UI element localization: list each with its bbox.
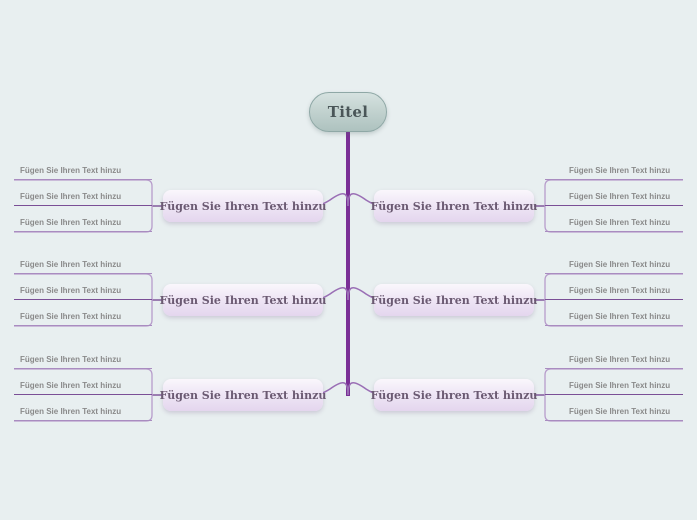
leaf-node-row1-left-2[interactable]: Fügen Sie Ihren Text hinzu [14, 184, 152, 206]
leaf-node-label: Fügen Sie Ihren Text hinzu [569, 381, 671, 390]
leaf-node-label: Fügen Sie Ihren Text hinzu [20, 192, 122, 201]
leaf-node-row3-left-1[interactable]: Fügen Sie Ihren Text hinzu [14, 347, 152, 369]
main-node-row3-left[interactable]: Fügen Sie Ihren Text hinzu [160, 379, 326, 411]
leaf-node-row2-left-3[interactable]: Fügen Sie Ihren Text hinzu [14, 304, 152, 326]
root-node-label: Titel [327, 102, 369, 121]
leaf-node-label: Fügen Sie Ihren Text hinzu [20, 166, 122, 175]
main-node-row3-right[interactable]: Fügen Sie Ihren Text hinzu [371, 379, 537, 411]
leaf-node-label: Fügen Sie Ihren Text hinzu [569, 286, 671, 295]
leaf-node-label: Fügen Sie Ihren Text hinzu [20, 218, 122, 227]
leaf-node-label: Fügen Sie Ihren Text hinzu [569, 312, 671, 321]
main-node-row2-right[interactable]: Fügen Sie Ihren Text hinzu [371, 284, 537, 316]
leaf-node-row2-left-1[interactable]: Fügen Sie Ihren Text hinzu [14, 252, 152, 274]
leaf-node-row2-right-1[interactable]: Fügen Sie Ihren Text hinzu [545, 252, 683, 274]
leaf-node-label: Fügen Sie Ihren Text hinzu [569, 166, 671, 175]
leaf-node-row2-left-2[interactable]: Fügen Sie Ihren Text hinzu [14, 278, 152, 300]
main-node-label: Fügen Sie Ihren Text hinzu [370, 388, 538, 402]
leaf-node-row3-left-2[interactable]: Fügen Sie Ihren Text hinzu [14, 373, 152, 395]
leaf-node-row2-right-2[interactable]: Fügen Sie Ihren Text hinzu [545, 278, 683, 300]
leaf-node-label: Fügen Sie Ihren Text hinzu [20, 260, 122, 269]
main-node-label: Fügen Sie Ihren Text hinzu [159, 199, 327, 213]
leaf-node-label: Fügen Sie Ihren Text hinzu [569, 407, 671, 416]
leaf-node-label: Fügen Sie Ihren Text hinzu [569, 260, 671, 269]
leaf-node-label: Fügen Sie Ihren Text hinzu [20, 355, 122, 364]
leaf-node-label: Fügen Sie Ihren Text hinzu [569, 218, 671, 227]
leaf-node-row3-left-3[interactable]: Fügen Sie Ihren Text hinzu [14, 399, 152, 421]
leaf-node-label: Fügen Sie Ihren Text hinzu [20, 407, 122, 416]
main-node-row2-left[interactable]: Fügen Sie Ihren Text hinzu [160, 284, 326, 316]
leaf-node-label: Fügen Sie Ihren Text hinzu [569, 355, 671, 364]
leaf-node-row1-right-1[interactable]: Fügen Sie Ihren Text hinzu [545, 158, 683, 180]
leaf-node-label: Fügen Sie Ihren Text hinzu [569, 192, 671, 201]
leaf-node-row3-right-3[interactable]: Fügen Sie Ihren Text hinzu [545, 399, 683, 421]
main-node-row1-left[interactable]: Fügen Sie Ihren Text hinzu [160, 190, 326, 222]
main-node-label: Fügen Sie Ihren Text hinzu [370, 293, 538, 307]
root-node-titel[interactable]: Titel [309, 92, 387, 132]
leaf-node-row1-right-2[interactable]: Fügen Sie Ihren Text hinzu [545, 184, 683, 206]
leaf-node-row1-right-3[interactable]: Fügen Sie Ihren Text hinzu [545, 210, 683, 232]
main-node-label: Fügen Sie Ihren Text hinzu [370, 199, 538, 213]
main-node-label: Fügen Sie Ihren Text hinzu [159, 293, 327, 307]
leaf-node-label: Fügen Sie Ihren Text hinzu [20, 312, 122, 321]
leaf-node-label: Fügen Sie Ihren Text hinzu [20, 286, 122, 295]
leaf-node-row1-left-3[interactable]: Fügen Sie Ihren Text hinzu [14, 210, 152, 232]
leaf-node-row3-right-1[interactable]: Fügen Sie Ihren Text hinzu [545, 347, 683, 369]
main-node-label: Fügen Sie Ihren Text hinzu [159, 388, 327, 402]
leaf-node-row1-left-1[interactable]: Fügen Sie Ihren Text hinzu [14, 158, 152, 180]
leaf-node-row3-right-2[interactable]: Fügen Sie Ihren Text hinzu [545, 373, 683, 395]
main-node-row1-right[interactable]: Fügen Sie Ihren Text hinzu [371, 190, 537, 222]
leaf-node-label: Fügen Sie Ihren Text hinzu [20, 381, 122, 390]
leaf-node-row2-right-3[interactable]: Fügen Sie Ihren Text hinzu [545, 304, 683, 326]
